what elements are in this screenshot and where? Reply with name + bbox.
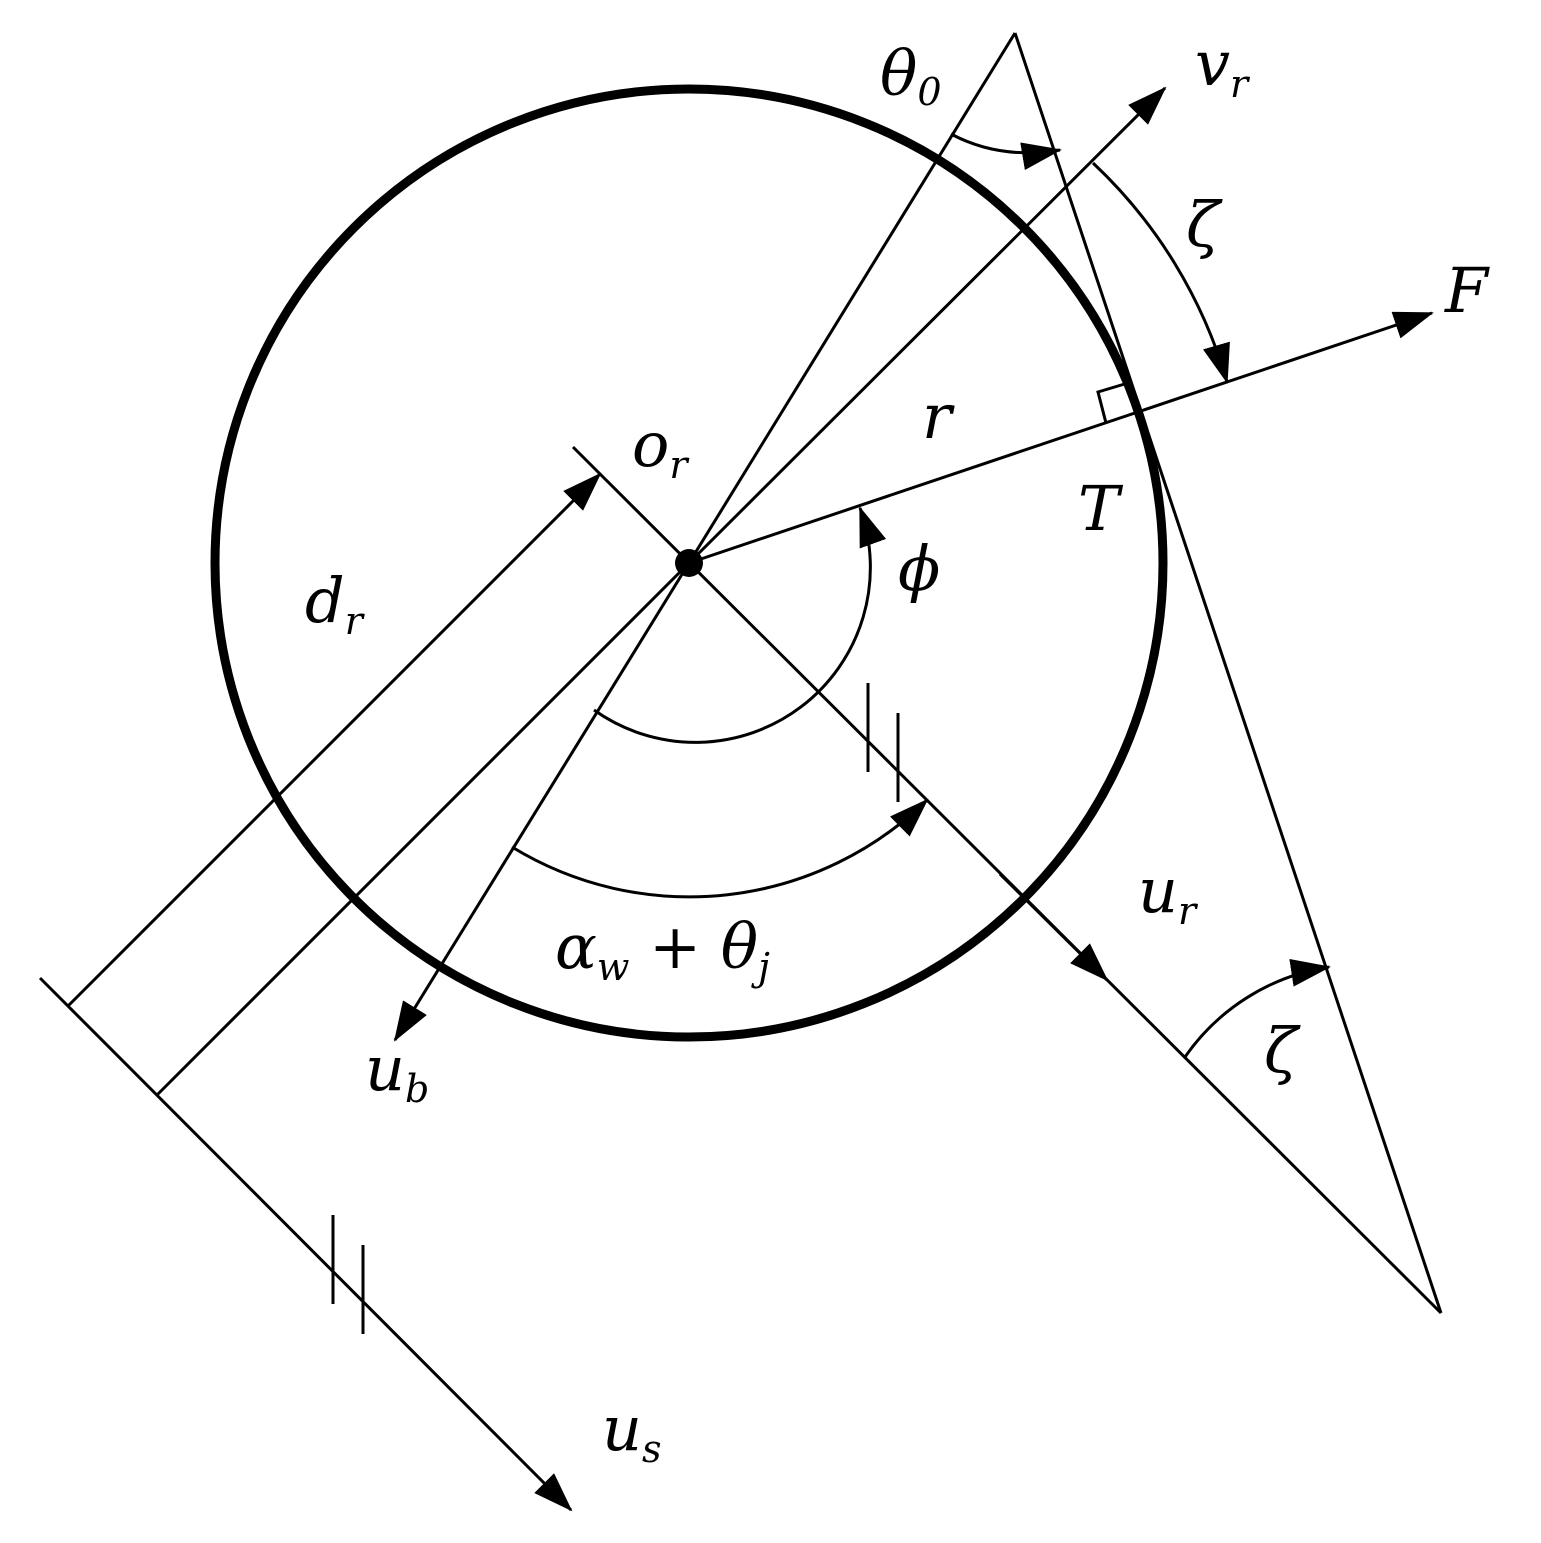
us-axis bbox=[38, 976, 573, 1512]
label-zeta-bottom: ζ bbox=[1264, 1014, 1301, 1087]
triangle-right-side bbox=[1013, 32, 1443, 1314]
phi-arc bbox=[593, 506, 887, 744]
rotor-circle bbox=[210, 84, 1168, 1042]
label-phi: ϕ bbox=[898, 532, 940, 605]
force-line bbox=[688, 311, 1434, 565]
center-point bbox=[675, 549, 703, 577]
label-zeta-top: ζ bbox=[1186, 188, 1223, 261]
zeta-top-arc bbox=[1091, 161, 1230, 384]
lower-parallel-line bbox=[155, 561, 691, 1097]
label-alpha-theta: αw + θj bbox=[555, 910, 770, 989]
label-vr: vr bbox=[1195, 27, 1251, 106]
label-dr: dr bbox=[305, 564, 366, 643]
label-us: us bbox=[602, 1392, 661, 1471]
dr-dimension-line bbox=[66, 472, 602, 1008]
theta0-arc bbox=[950, 132, 1062, 171]
zeta-bottom-arc bbox=[1183, 958, 1331, 1058]
ur-arrow bbox=[998, 872, 1109, 982]
label-r: r bbox=[922, 380, 955, 453]
ub-line bbox=[393, 562, 691, 1042]
label-T: T bbox=[1078, 472, 1124, 545]
triangle-left-side bbox=[687, 32, 1017, 564]
label-theta0: θ0 bbox=[880, 37, 942, 114]
alpha-arc bbox=[511, 798, 929, 899]
right-angle-marker bbox=[1096, 381, 1129, 424]
label-ub: ub bbox=[365, 1032, 429, 1111]
label-F: F bbox=[1444, 254, 1490, 327]
label-ur: ur bbox=[1138, 854, 1199, 933]
label-or: or bbox=[632, 408, 690, 487]
vr-axis bbox=[687, 86, 1167, 565]
